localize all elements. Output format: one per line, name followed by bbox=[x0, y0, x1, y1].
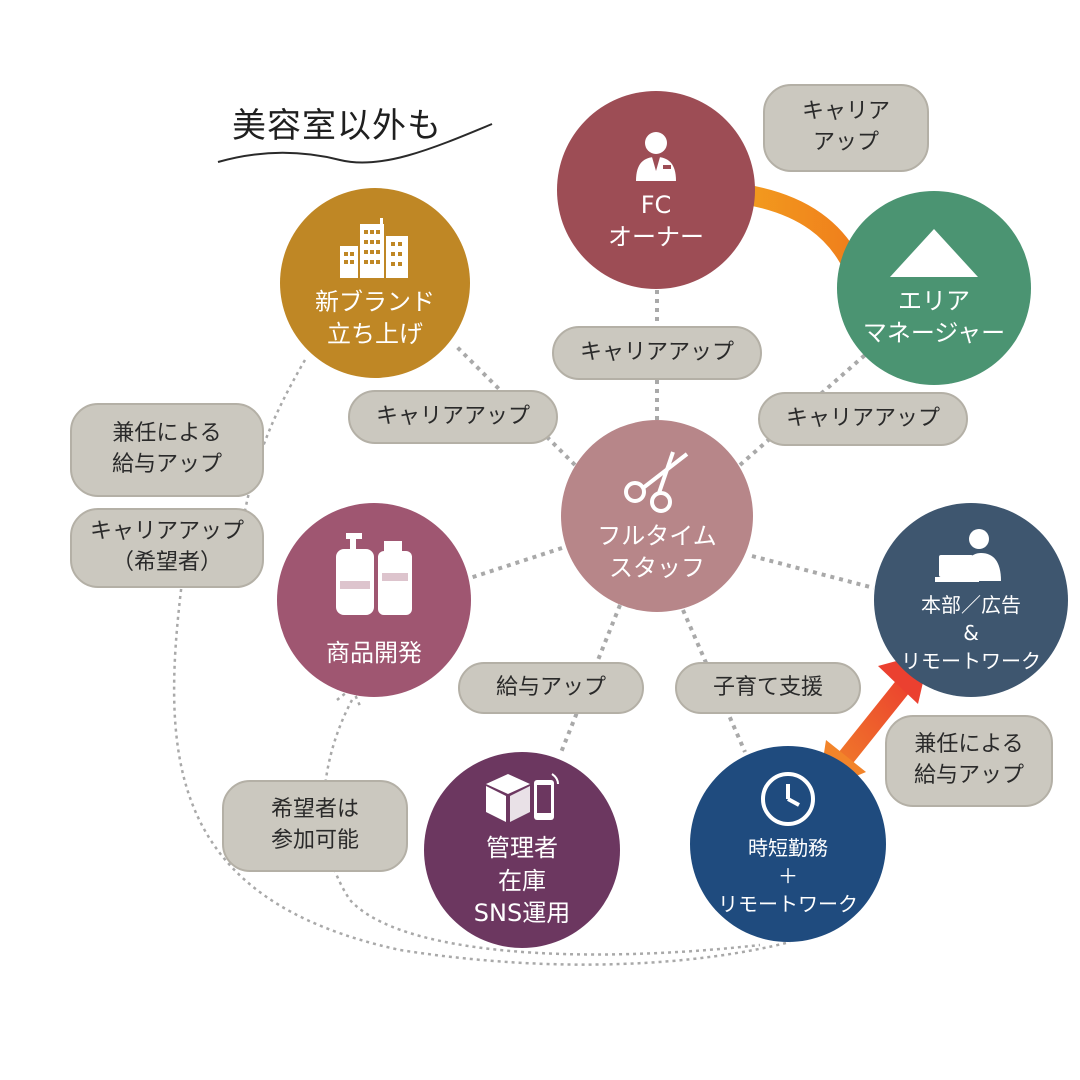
node-label: 管理者 在庫 SNS運用 bbox=[473, 834, 571, 928]
line-staff-hq bbox=[751, 554, 875, 590]
pill-career-up-left: キャリアアップ bbox=[348, 390, 558, 444]
pill-career-up-top: キャリア アップ bbox=[763, 84, 929, 172]
title-underline bbox=[217, 123, 493, 164]
pill-career-up-right: キャリアアップ bbox=[758, 392, 968, 446]
person-laptop-icon bbox=[935, 529, 1001, 582]
node-fulltime-staff: フルタイム スタッフ bbox=[561, 420, 753, 612]
pill-career-up-applicants: キャリアアップ （希望者） bbox=[70, 508, 264, 588]
line-product-loop bbox=[322, 699, 761, 956]
node-label: 商品開発 bbox=[326, 638, 422, 667]
node-label: 新ブランド 立ち上げ bbox=[315, 287, 435, 348]
node-label: フルタイム スタッフ bbox=[597, 521, 717, 582]
businessman-icon bbox=[636, 131, 676, 181]
line-staff-product bbox=[469, 546, 563, 580]
pill-concurrent-salary-left: 兼任による 給与アップ bbox=[70, 403, 264, 497]
node-fc-owner: FC オーナー bbox=[557, 91, 755, 289]
buildings-icon bbox=[340, 217, 408, 278]
node-label: エリア マネージャー bbox=[862, 286, 1006, 347]
line-staff-short bbox=[681, 609, 747, 753]
node-hq-ads-remote: 本部／広告 & リモートワーク bbox=[874, 503, 1068, 697]
pill-career-up-center: キャリアアップ bbox=[552, 326, 762, 380]
shampoo-bottles-icon bbox=[336, 532, 412, 615]
pill-childcare-support: 子育て支援 bbox=[675, 662, 861, 714]
node-label: FC オーナー bbox=[608, 190, 704, 251]
pill-concurrent-salary-right: 兼任による 給与アップ bbox=[885, 715, 1053, 807]
pill-applicants-can-join: 希望者は 参加可能 bbox=[222, 780, 408, 872]
title-text: 美容室以外も bbox=[232, 106, 442, 146]
node-label: 時短勤務 ＋ リモートワーク bbox=[718, 836, 858, 916]
scissors-icon bbox=[624, 450, 689, 513]
node-manager-stock-sns: 管理者 在庫 SNS運用 bbox=[424, 752, 620, 948]
node-product-dev: 商品開発 bbox=[277, 503, 471, 697]
node-area-manager: エリア マネージャー bbox=[837, 191, 1031, 385]
pill-salary-up: 給与アップ bbox=[458, 662, 644, 714]
node-label: 本部／広告 & リモートワーク bbox=[901, 593, 1041, 673]
triangle-up-icon bbox=[890, 228, 978, 277]
box-phone-icon bbox=[486, 773, 559, 823]
node-short-time-remote: 時短勤務 ＋ リモートワーク bbox=[690, 746, 886, 942]
clock-icon bbox=[761, 772, 815, 826]
node-new-brand: 新ブランド 立ち上げ bbox=[280, 188, 470, 378]
